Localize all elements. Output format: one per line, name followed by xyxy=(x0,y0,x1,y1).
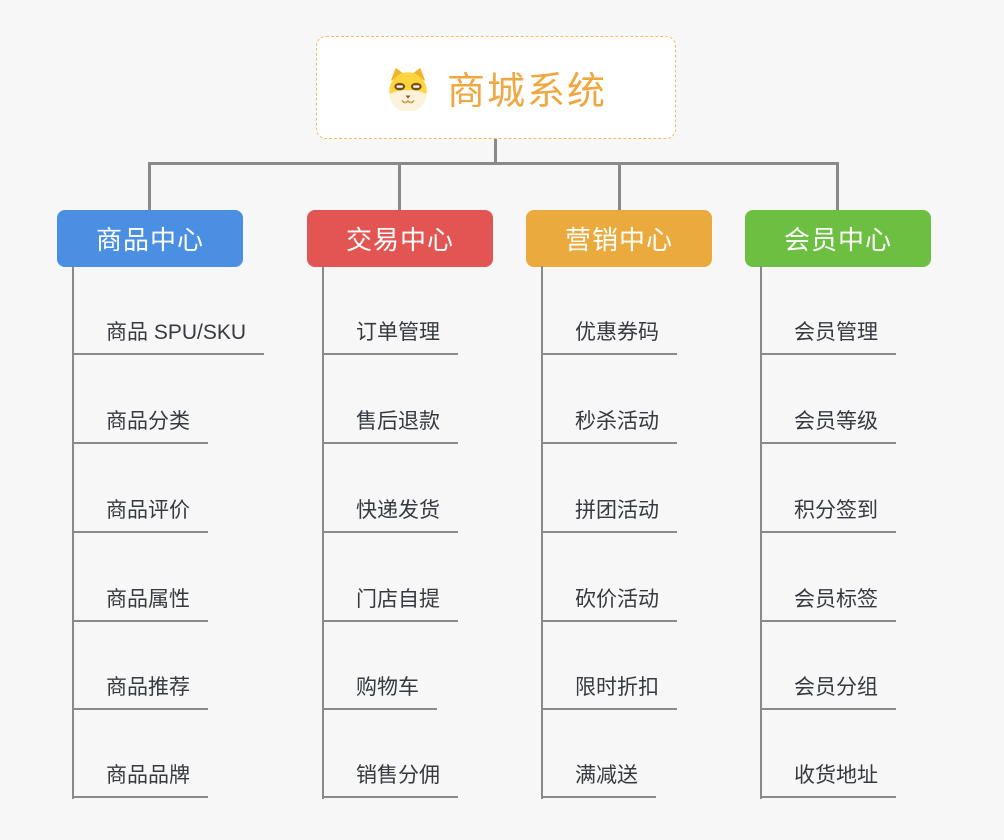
leaf-topic[interactable]: 商品属性 xyxy=(72,586,208,622)
connector-drop-4 xyxy=(836,162,839,210)
leaf-topic[interactable]: 商品推荐 xyxy=(72,674,208,710)
leaf-topic[interactable]: 满减送 xyxy=(541,762,656,798)
branch-trade-center[interactable]: 交易中心 xyxy=(307,210,493,267)
connector-rail xyxy=(148,162,839,165)
leaf-topic[interactable]: 会员等级 xyxy=(760,408,896,444)
leaf-topic[interactable]: 商品分类 xyxy=(72,408,208,444)
branch-member-center[interactable]: 会员中心 xyxy=(745,210,931,267)
root-topic[interactable]: 商城系统 xyxy=(316,36,676,139)
connector-drop-1 xyxy=(148,162,151,210)
connector-drop-2 xyxy=(398,162,401,210)
branch-marketing-center[interactable]: 营销中心 xyxy=(526,210,712,267)
leaf-topic[interactable]: 秒杀活动 xyxy=(541,408,677,444)
leaf-topic[interactable]: 商品品牌 xyxy=(72,762,208,798)
leaf-topic[interactable]: 限时折扣 xyxy=(541,674,677,710)
leaf-topic[interactable]: 拼团活动 xyxy=(541,497,677,533)
leaf-topic[interactable]: 商品评价 xyxy=(72,497,208,533)
leaf-topic[interactable]: 会员标签 xyxy=(760,586,896,622)
leaf-topic[interactable]: 快递发货 xyxy=(322,497,458,533)
leaf-topic[interactable]: 门店自提 xyxy=(322,586,458,622)
leaf-topic[interactable]: 会员管理 xyxy=(760,319,896,355)
leaf-topic[interactable]: 售后退款 xyxy=(322,408,458,444)
leaf-topic[interactable]: 优惠券码 xyxy=(541,319,677,355)
leaf-topic[interactable]: 收货地址 xyxy=(760,762,896,798)
leaf-topic[interactable]: 商品 SPU/SKU xyxy=(72,319,265,355)
leaf-topic[interactable]: 购物车 xyxy=(322,674,437,710)
branch-product-center[interactable]: 商品中心 xyxy=(57,210,243,267)
leaf-topic[interactable]: 会员分组 xyxy=(760,674,896,710)
leaf-topic[interactable]: 积分签到 xyxy=(760,497,896,533)
leaf-topic[interactable]: 砍价活动 xyxy=(541,586,677,622)
leaf-topic[interactable]: 销售分佣 xyxy=(322,762,458,798)
leaf-topic[interactable]: 订单管理 xyxy=(322,319,458,355)
connector-root-stub xyxy=(494,139,497,163)
connector-drop-3 xyxy=(618,162,621,210)
root-topic-label: 商城系统 xyxy=(446,71,607,113)
dog-face-icon xyxy=(389,67,427,111)
